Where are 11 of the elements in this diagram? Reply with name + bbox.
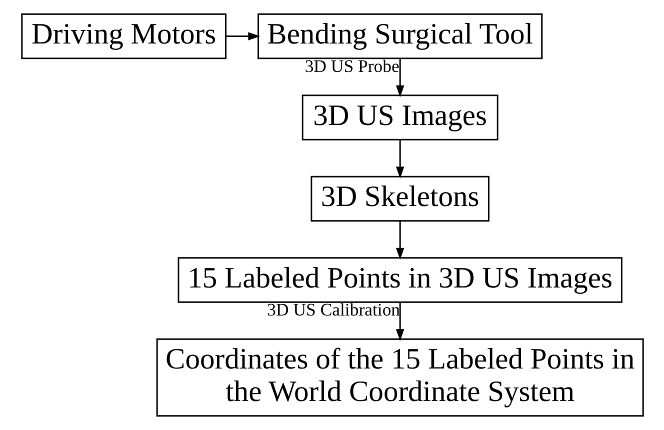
arrow	[225, 32, 260, 40]
node-box: 3D Skeletons	[310, 176, 489, 222]
node-box: Coordinates of the 15 Labeled Points in the World Coordinate System	[156, 338, 644, 417]
node-box: 15 Labeled Points in 3D US Images	[177, 257, 622, 303]
arrow	[395, 302, 404, 341]
arrow	[395, 58, 404, 98]
arrow	[395, 221, 404, 260]
node-box: Driving Motors	[20, 13, 226, 60]
node-box: 3D US Images	[301, 94, 498, 140]
node-box: Bending Surgical Tool	[257, 13, 542, 60]
arrow	[395, 140, 404, 178]
